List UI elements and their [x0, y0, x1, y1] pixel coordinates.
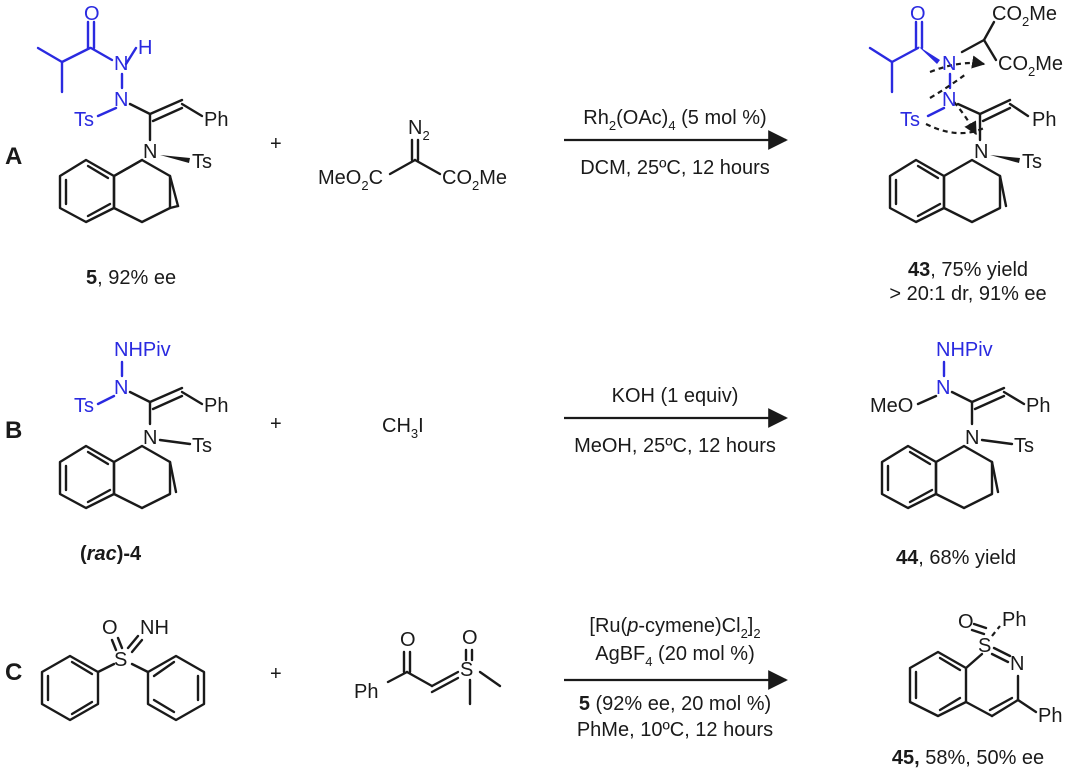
atom-ph: Ph	[1026, 395, 1050, 417]
atom-n: N	[114, 377, 128, 399]
atom-nhpiv: NHPiv	[114, 339, 171, 361]
atom-n2: N2	[408, 117, 430, 143]
atom-n: N	[936, 377, 950, 399]
atom-h: H	[138, 37, 152, 59]
atom-ph: Ph	[204, 109, 228, 131]
atom-n: N	[942, 89, 956, 111]
conditions-c-line3: 5 (92% ee, 20 mol %)	[579, 693, 771, 715]
atom-n-indole: N	[143, 141, 157, 163]
plus-sign: +	[270, 413, 282, 435]
panel-label-a: A	[5, 143, 22, 170]
atom-ph: Ph	[354, 681, 378, 703]
sulfoxonium-ylide-structure: O Ph S O	[354, 627, 502, 706]
atom-ts: Ts	[74, 109, 94, 131]
compound-43-selectivity: > 20:1 dr, 91% ee	[889, 283, 1046, 305]
atom-ts: Ts	[900, 109, 920, 131]
ester-top: CO2Me	[992, 3, 1057, 29]
atom-n: N	[114, 89, 128, 111]
conditions-a-below: DCM, 25ºC, 12 hours	[580, 157, 770, 179]
sulfoximine-structure: O S NH	[40, 617, 206, 722]
atom-nhpiv: NHPiv	[936, 339, 993, 361]
conditions-c-line1: [Ru(p-cymene)Cl2]2	[589, 615, 760, 641]
atom-ts: Ts	[1022, 151, 1042, 173]
atom-ts: Ts	[74, 395, 94, 417]
compound-label-45: 45, 58%, 50% ee	[892, 747, 1044, 769]
ester-bottom: CO2Me	[998, 53, 1063, 79]
atom-o: O	[462, 627, 478, 649]
atom-ts: Ts	[1014, 435, 1034, 457]
reactant-rac-4-structure: NHPiv N Ts Ph N Ts	[58, 339, 228, 510]
atom-o: O	[400, 629, 416, 651]
plus-sign: +	[270, 133, 282, 155]
conditions-b-above: KOH (1 equiv)	[612, 385, 739, 407]
ester-right: CO2Me	[442, 167, 507, 193]
compound-label-rac-4: (rac)-4	[80, 543, 142, 565]
product-45-structure: O S Ph N Ph	[908, 609, 1062, 727]
atom-meo: MeO	[870, 395, 913, 417]
atom-nh: NH	[140, 617, 169, 639]
atom-ts: Ts	[192, 435, 212, 457]
atom-s: S	[978, 635, 991, 657]
conditions-b-below: MeOH, 25ºC, 12 hours	[574, 435, 776, 457]
panel-a: A O N H	[5, 3, 1063, 305]
reagent-methyl-iodide: CH3I	[382, 415, 424, 441]
atom-n: N	[114, 53, 128, 75]
atom-n-indole: N	[974, 141, 988, 163]
atom-o: O	[102, 617, 118, 639]
conditions-a-above: Rh2(OAc)4 (5 mol %)	[583, 107, 766, 133]
panel-b: B NHPiv N Ts Ph N Ts (rac)-4 + CH3I	[5, 339, 1050, 569]
product-44-structure: NHPiv N MeO Ph N Ts	[870, 339, 1050, 510]
panel-label-c: C	[5, 659, 22, 686]
atom-n-indole: N	[965, 427, 979, 449]
atom-s: S	[114, 649, 127, 671]
atom-n-indole: N	[143, 427, 157, 449]
atom-ph: Ph	[204, 395, 228, 417]
compound-label-44: 44, 68% yield	[896, 547, 1016, 569]
conditions-c-line2: AgBF4 (20 mol %)	[595, 643, 755, 669]
atom-o: O	[84, 3, 100, 25]
panel-label-b: B	[5, 417, 22, 444]
panel-c: C O S NH + O Ph	[5, 609, 1062, 769]
atom-n: N	[942, 53, 956, 75]
atom-o: O	[958, 611, 974, 633]
atom-o: O	[910, 3, 926, 25]
plus-sign: +	[270, 663, 282, 685]
conditions-c-line4: PhMe, 10ºC, 12 hours	[577, 719, 773, 741]
atom-s: S	[460, 659, 473, 681]
atom-ts: Ts	[192, 151, 212, 173]
atom-ph: Ph	[1002, 609, 1026, 631]
compound-label-43: 43, 75% yield	[908, 259, 1028, 281]
compound-label-5: 5, 92% ee	[86, 267, 176, 289]
reactant-5-structure: O N H N Ts Ph N Ts	[36, 3, 228, 224]
atom-ph: Ph	[1032, 109, 1056, 131]
product-43-structure: O N N Ts Ph N Ts CO2Me CO2Me	[868, 3, 1063, 224]
ester-left: MeO2C	[318, 167, 383, 193]
atom-n: N	[1010, 653, 1024, 675]
atom-ph: Ph	[1038, 705, 1062, 727]
diazomalonate-structure: N2 MeO2C CO2Me	[318, 117, 507, 193]
